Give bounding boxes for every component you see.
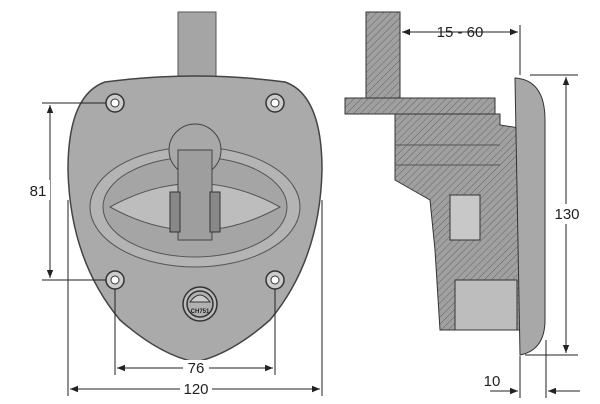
lock-label: CH751 [191, 309, 210, 315]
side-section-view [344, 11, 546, 356]
lock-cylinder-icon [182, 286, 218, 322]
section-flange [344, 97, 496, 115]
dimension-hole-horizontal: 76 [188, 360, 205, 377]
dimension-plate-depth: 10 [484, 373, 501, 390]
section-spring [449, 194, 481, 241]
section-lock-cylinder [454, 279, 518, 331]
mounting-holes [105, 93, 285, 290]
stem [177, 11, 217, 88]
section-stem [365, 11, 401, 101]
front-view: CH751 [67, 11, 323, 363]
dimension-hole-vertical: 81 [30, 183, 47, 200]
dimension-overall-height: 130 [554, 206, 579, 223]
dimension-door-thickness: 15 - 60 [437, 24, 484, 41]
handle-roller-right [209, 191, 221, 233]
handle-arm [177, 149, 213, 241]
handle-roller-left [169, 191, 181, 233]
dimension-overall-width: 120 [183, 381, 208, 398]
section-face-plate [514, 77, 546, 356]
